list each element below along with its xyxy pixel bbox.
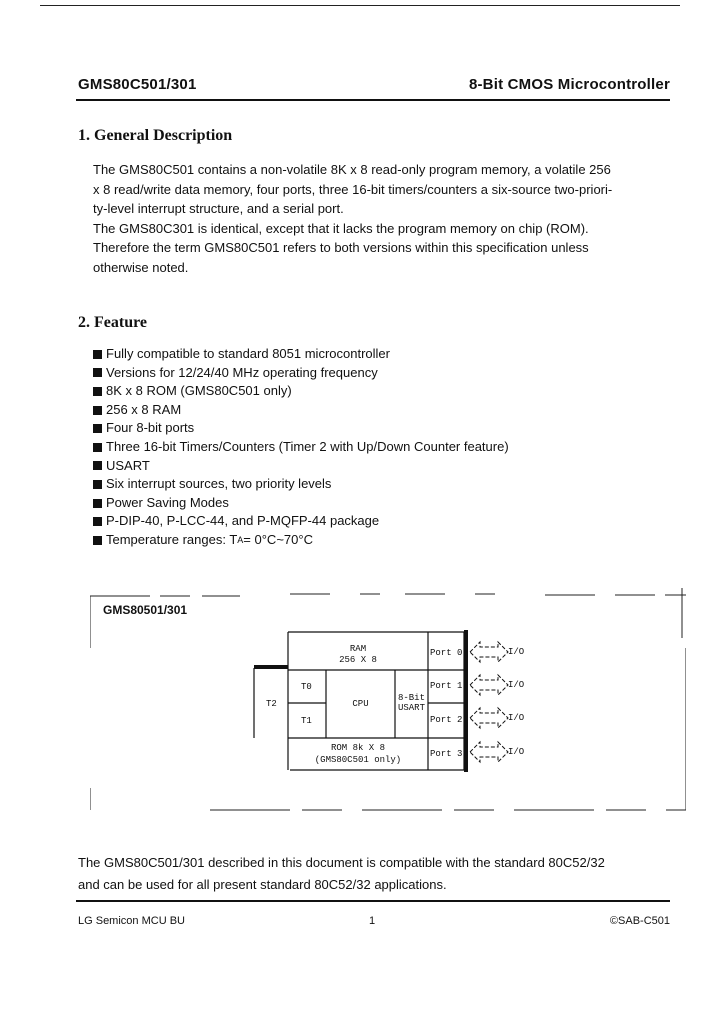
timer-t1-label: T1 — [301, 716, 312, 726]
part-number: GMS80C501/301 — [78, 76, 197, 93]
page-number: 1 — [369, 915, 376, 927]
block-diagram-lines — [90, 588, 686, 811]
list-item: Three 16-bit Timers/Counters (Timer 2 wi… — [93, 438, 509, 457]
square-bullet-icon — [93, 517, 102, 527]
shadow-bar — [464, 630, 468, 772]
square-bullet-icon — [93, 535, 102, 545]
io-label: I/O — [508, 680, 525, 690]
square-bullet-icon — [93, 368, 102, 378]
list-item: P-DIP-40, P-LCC-44, and P-MQFP-44 packag… — [93, 512, 509, 531]
note-line: and can be used for all present standard… — [78, 877, 447, 892]
compatibility-note: The GMS80C501/301 described in this docu… — [78, 852, 678, 896]
list-item: 8K x 8 ROM (GMS80C501 only) — [93, 382, 509, 401]
square-bullet-icon — [93, 461, 102, 471]
footer-left: LG Semicon MCU BU — [78, 915, 185, 927]
port-1-label: Port 1 — [430, 681, 463, 691]
io-label: I/O — [508, 647, 525, 657]
square-bullet-icon — [93, 386, 102, 396]
footer-right: ©SAB-C501 — [609, 915, 670, 927]
square-bullet-icon — [93, 424, 102, 434]
description-line: otherwise noted. — [93, 259, 189, 275]
list-item: Four 8-bit ports — [93, 419, 509, 438]
page-header: GMS80C501/301 8-Bit CMOS Microcontroller — [78, 76, 670, 93]
general-description-text: The GMS80C501 contains a non-volatile 8K… — [93, 160, 673, 277]
rom-note: (GMS80C501 only) — [314, 755, 402, 765]
description-line: ty-level interrupt structure, and a seri… — [93, 201, 344, 216]
footer-rule — [76, 900, 670, 902]
list-item: Power Saving Modes — [93, 494, 509, 513]
usart-label-line2: USART — [397, 703, 425, 713]
rom-label: ROM 8k X 8 — [330, 743, 385, 753]
timer-t2-label: T2 — [266, 699, 277, 709]
shadow-bar — [254, 665, 288, 669]
header-rule — [76, 99, 670, 101]
timer-t0-label: T0 — [301, 682, 312, 692]
list-item: 256 x 8 RAM — [93, 401, 509, 420]
section-heading-feature: 2. Feature — [78, 314, 148, 331]
product-title: 8-Bit CMOS Microcontroller — [468, 76, 670, 93]
port-0-label: Port 0 — [430, 648, 463, 658]
square-bullet-icon — [93, 405, 102, 415]
list-item: Six interrupt sources, two priority leve… — [93, 475, 509, 494]
io-label: I/O — [508, 713, 525, 723]
io-label: I/O — [508, 747, 525, 757]
top-edge-line — [40, 5, 680, 6]
cpu-label: CPU — [352, 699, 369, 709]
diagram-title: GMS80501/301 — [103, 603, 188, 617]
port-3-label: Port 3 — [430, 749, 463, 759]
description-line: Therefore the term GMS80C501 refers to b… — [93, 240, 589, 255]
square-bullet-icon — [93, 479, 102, 489]
ram-size: 256 X 8 — [339, 655, 377, 665]
square-bullet-icon — [93, 442, 102, 452]
feature-list: Fully compatible to standard 8051 microc… — [93, 345, 509, 550]
note-line: The GMS80C501/301 described in this docu… — [78, 855, 605, 870]
list-item: Fully compatible to standard 8051 microc… — [93, 345, 509, 364]
description-line: The GMS80C501 contains a non-volatile 8K… — [93, 162, 611, 177]
description-line: The GMS80C301 is identical, except that … — [93, 220, 589, 236]
list-item: Versions for 12/24/40 MHz operating freq… — [93, 364, 509, 383]
description-line: x 8 read/write data memory, four ports, … — [93, 181, 613, 197]
square-bullet-icon — [93, 498, 102, 508]
ram-label: RAM — [349, 644, 367, 654]
usart-label-line1: 8-Bit — [397, 693, 425, 703]
port-2-label: Port 2 — [430, 715, 463, 725]
list-item: USART — [93, 457, 509, 476]
section-heading-general-description: 1. General Description — [78, 127, 233, 144]
block-diagram: GMS80501/301 RAM 256 X 8 T0 T1 T2 CPU 8-… — [90, 588, 686, 818]
square-bullet-icon — [93, 349, 102, 359]
